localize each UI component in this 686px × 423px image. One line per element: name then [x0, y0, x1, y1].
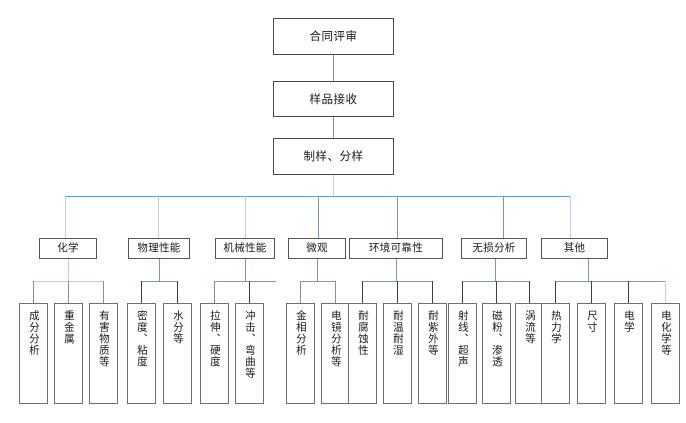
leaf-thermodynamics[interactable]: 热力学	[541, 303, 570, 404]
leafdrop-corrosion-resistance	[362, 281, 363, 303]
bus-drop-chemistry	[65, 196, 66, 238]
leafdrop-magnetic-penetrant	[496, 281, 497, 303]
bus-drop-microscopic	[318, 196, 319, 238]
node-contract-review[interactable]: 合同评审	[273, 18, 394, 55]
connector-prep-to-bus	[333, 175, 334, 196]
leafdrop-moisture	[177, 281, 178, 303]
leaf-label: 耐腐蚀性	[356, 310, 369, 356]
leaf-label: 有害物质等	[97, 310, 110, 368]
subdrop-mechanical	[245, 259, 246, 281]
leaf-label: 耐紫外等	[426, 310, 439, 356]
leafdrop-electron-microscopy	[335, 281, 336, 303]
leaf-metallographic-analysis[interactable]: 金相分析	[286, 303, 315, 404]
subdrop-microscopic	[317, 259, 318, 281]
bus-drop-nondestructive	[503, 196, 504, 238]
leaf-impact-bending[interactable]: 冲击、弯曲等	[235, 303, 264, 404]
category-label: 微观	[306, 241, 328, 254]
category-physical-properties[interactable]: 物理性能	[128, 238, 190, 259]
leaf-label: 水分等	[171, 310, 184, 345]
category-environmental-reliability[interactable]: 环境可靠性	[349, 238, 443, 259]
category-label: 机械性能	[223, 241, 267, 254]
subdrop-environmental	[396, 259, 397, 281]
leafdrop-density-viscosity	[141, 281, 142, 303]
category-chemistry[interactable]: 化学	[39, 238, 97, 259]
leaf-eddy-current[interactable]: 涡流等	[515, 303, 544, 404]
leaf-label: 磁粉、渗透	[490, 310, 503, 368]
leaf-magnetic-penetrant[interactable]: 磁粉、渗透	[482, 303, 511, 404]
leaf-label: 重金属	[62, 310, 75, 345]
bus-drop-environmental	[397, 196, 398, 238]
category-others[interactable]: 其他	[541, 238, 608, 259]
category-label: 物理性能	[137, 241, 181, 254]
category-label: 环境可靠性	[369, 241, 423, 254]
leaf-electron-microscopy[interactable]: 电镜分析等	[321, 303, 350, 404]
category-mechanical-properties[interactable]: 机械性能	[215, 238, 275, 259]
leaf-label: 电化学等	[659, 310, 672, 356]
bus-drop-mechanical	[245, 196, 246, 238]
node-label: 制样、分样	[303, 149, 364, 164]
leaf-harmful-substances[interactable]: 有害物质等	[89, 303, 118, 404]
leafdrop-uv-resistance	[432, 281, 433, 303]
leaf-label: 成分分析	[27, 310, 40, 356]
leafdrop-dimension	[591, 281, 592, 303]
subbus-nondestructive	[462, 281, 529, 282]
leaf-label: 冲击、弯曲等	[243, 310, 256, 379]
leaf-label: 电镜分析等	[329, 310, 342, 368]
leafdrop-electrical	[628, 281, 629, 303]
leaf-electrochemistry[interactable]: 电化学等	[651, 303, 680, 404]
leaf-label: 电学	[622, 310, 635, 333]
leafdrop-electrochemistry	[665, 281, 666, 303]
leafdrop-harmful-substances	[103, 281, 104, 303]
leafdrop-metallographic-analysis	[300, 281, 301, 303]
leafdrop-tensile-hardness	[214, 281, 215, 303]
subdrop-nondestructive	[495, 259, 496, 281]
connector-contract-to-receipt	[333, 55, 334, 81]
leaf-tensile-hardness[interactable]: 拉伸、硬度	[200, 303, 229, 404]
node-label: 合同评审	[309, 29, 358, 44]
subbus-microscopic	[300, 281, 335, 282]
leaf-temp-humidity-resistance[interactable]: 耐温耐湿	[383, 303, 412, 404]
leaf-density-viscosity[interactable]: 密度、粘度	[127, 303, 156, 404]
leaf-label: 尺寸	[585, 310, 598, 333]
leaf-dimension[interactable]: 尺寸	[577, 303, 606, 404]
leafdrop-temp-humidity-resistance	[397, 281, 398, 303]
subbus-mechanical	[214, 281, 276, 282]
leaf-label: 金相分析	[294, 310, 307, 356]
node-sample-prep[interactable]: 制样、分样	[273, 138, 394, 175]
leaf-label: 涡流等	[523, 310, 536, 345]
subbus-physical	[141, 281, 177, 282]
leaf-composition-analysis[interactable]: 成分分析	[19, 303, 48, 404]
leafdrop-thermodynamics	[555, 281, 556, 303]
category-label: 其他	[563, 241, 586, 254]
leaf-corrosion-resistance[interactable]: 耐腐蚀性	[348, 303, 377, 404]
leaf-label: 热力学	[549, 310, 562, 345]
leaf-moisture[interactable]: 水分等	[163, 303, 192, 404]
leaf-uv-resistance[interactable]: 耐紫外等	[418, 303, 447, 404]
leafdrop-radiography-ultrasonic	[462, 281, 463, 303]
subbus-others	[555, 281, 665, 282]
connector-receipt-to-prep	[333, 117, 334, 138]
category-label: 化学	[57, 241, 79, 254]
node-sample-receipt[interactable]: 样品接收	[273, 81, 394, 117]
category-microscopic[interactable]: 微观	[288, 238, 346, 259]
bus-drop-physical	[158, 196, 159, 238]
leaf-label: 拉伸、硬度	[208, 310, 221, 368]
leafdrop-composition-analysis	[33, 281, 34, 303]
leafdrop-heavy-metal	[68, 281, 69, 303]
leaf-electrical[interactable]: 电学	[614, 303, 643, 404]
leaf-label: 密度、粘度	[135, 310, 148, 368]
leaf-label: 耐温耐湿	[391, 310, 404, 356]
category-label: 无损分析	[472, 241, 516, 254]
subdrop-physical	[159, 259, 160, 281]
subdrop-chemistry	[68, 259, 69, 281]
category-nondestructive-analysis[interactable]: 无损分析	[461, 238, 527, 259]
leafdrop-impact-bending	[249, 281, 250, 303]
leaf-heavy-metal[interactable]: 重金属	[54, 303, 83, 404]
leaf-label: 射线、超声	[456, 310, 469, 368]
subdrop-others	[588, 259, 589, 281]
leaf-radiography-ultrasonic[interactable]: 射线、超声	[448, 303, 477, 404]
leafdrop-eddy-current	[529, 281, 530, 303]
node-label: 样品接收	[309, 91, 358, 106]
bus-drop-others	[570, 196, 571, 238]
